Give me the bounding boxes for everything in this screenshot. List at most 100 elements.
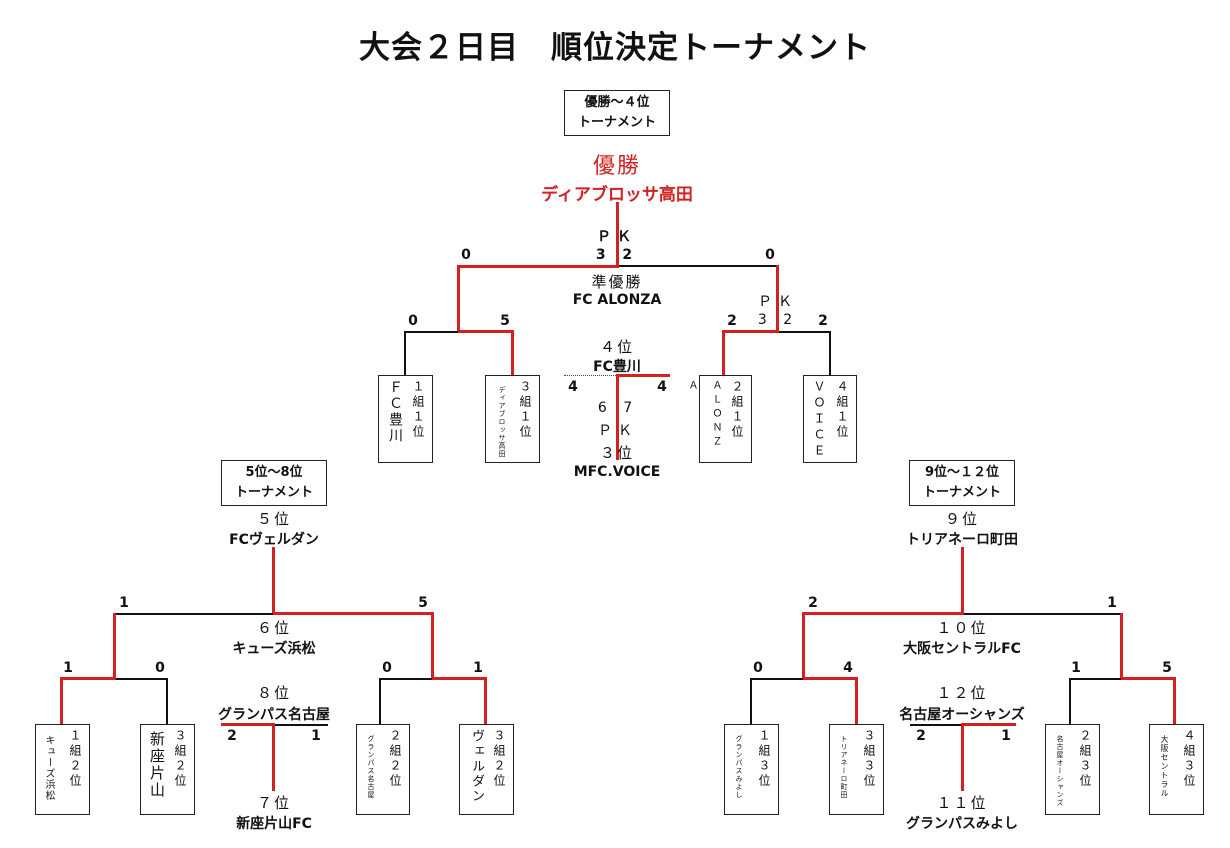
- r12-rank: １２位: [936, 684, 988, 702]
- seed-group: ３組２位: [492, 729, 506, 789]
- semi-left-bar-loser: [404, 331, 458, 333]
- r12-team: 名古屋オーシャンズ: [899, 707, 1025, 723]
- seed-box: ディアブロッサ高田 ３組１位: [485, 375, 540, 463]
- right-bracket-header: 9位～１２位 トーナメント: [909, 460, 1015, 506]
- final-pk-scores: 3 2: [595, 247, 639, 263]
- r-semi-left-bar-loser: [750, 678, 803, 680]
- final-right-bar: [619, 265, 779, 267]
- r-final-bar-loser: [964, 613, 1122, 615]
- champion-rank: 優勝: [592, 154, 641, 179]
- third-pk-scores: 6 7: [597, 400, 639, 416]
- seed-team-name: グランパス名古屋: [367, 735, 375, 799]
- l-final-right-score: 5: [418, 595, 428, 611]
- seed-box: 大阪セントラル ４組３位: [1149, 724, 1204, 815]
- seed-box: ＡＬＯＮＺＡ ２組１位: [686, 375, 752, 463]
- r-semi-lr-score: 4: [843, 660, 853, 676]
- r-seed-3-line: [1069, 678, 1071, 724]
- seed-team-name: グランパスみよし: [735, 735, 743, 799]
- seed-group: ４組３位: [1182, 729, 1196, 789]
- seed-group: １組３位: [757, 729, 771, 789]
- r5-team: FCヴェルダン: [229, 532, 319, 548]
- fourth-rank: ４位: [599, 338, 634, 356]
- seed-box: ＦＣ豊川 １組１位: [378, 375, 433, 463]
- r-semi-rl-score: 1: [1071, 660, 1081, 676]
- seed-team-name: 名古屋オーシャンズ: [1056, 735, 1064, 807]
- r7-rank: ７位: [256, 794, 291, 812]
- l-semi-rr-score: 1: [473, 660, 483, 676]
- l-semi-left-bar-winner: [60, 677, 116, 680]
- r11-rank: １１位: [936, 794, 988, 812]
- seed-box: キューズ浜松 １組２位: [35, 724, 90, 815]
- seed-group: ４組１位: [835, 380, 849, 440]
- top-bracket-header: 優勝～４位 トーナメント: [564, 90, 670, 136]
- header-line-2: トーナメント: [922, 485, 1001, 500]
- r-seed-4-line: [1173, 677, 1176, 724]
- third-winner-stem: [616, 374, 619, 460]
- seed-team-name: ヴェルダン: [469, 729, 484, 804]
- l-final-left-score: 1: [119, 595, 129, 611]
- l-final-bar-loser: [113, 613, 273, 615]
- seed-4-line: [829, 331, 831, 376]
- header-line-2: トーナメント: [234, 485, 313, 500]
- final-left-bar: [457, 265, 619, 268]
- seed-team-name: ＡＬＯＮＺＡ: [686, 380, 721, 450]
- l-cons-bar-loser: [274, 724, 328, 726]
- seed-2-line: [511, 330, 514, 376]
- semi-right-right-score: 2: [818, 313, 828, 329]
- seed-team-name: ＶＯＩＣＥ: [812, 380, 826, 460]
- r11-team: グランパスみよし: [906, 816, 1018, 832]
- seed-box: 新座片山 ３組２位: [140, 724, 195, 815]
- third-left-score: 4: [568, 379, 578, 395]
- r9-team: トリアネーロ町田: [906, 532, 1018, 548]
- third-rank: ３位: [599, 444, 634, 462]
- semi-left-stem: [457, 265, 460, 332]
- l-semi-ll-score: 1: [63, 660, 73, 676]
- left-bracket-header: 5位～8位 トーナメント: [221, 460, 327, 506]
- r8-rank: ８位: [256, 684, 291, 702]
- seed-team-name: 新座片山: [148, 731, 166, 799]
- r-cons-left-score: 2: [916, 728, 926, 744]
- r-cons-right-score: 1: [1001, 728, 1011, 744]
- seed-box: グランパスみよし １組３位: [724, 724, 779, 815]
- r-final-right-score: 1: [1107, 595, 1117, 611]
- semi-right-left-score: 2: [727, 313, 737, 329]
- page-title: 大会２日目 順位決定トーナメント: [359, 30, 871, 66]
- r8-team: グランパス名古屋: [218, 707, 330, 723]
- l-semi-right-bar-loser: [379, 678, 432, 680]
- semi-right-bar-loser: [779, 331, 831, 333]
- l-final-bar-winner: [273, 612, 433, 615]
- l-semi-rl-score: 0: [382, 660, 392, 676]
- r6-team: キューズ浜松: [232, 641, 316, 657]
- l-cons-left-score: 2: [227, 728, 237, 744]
- r-semi-right-bar-winner: [1121, 677, 1176, 680]
- r10-rank: １０位: [936, 619, 988, 637]
- final-right-score: 0: [765, 247, 775, 263]
- r-seed-2-line: [855, 677, 858, 724]
- third-pk-label: ＰＫ: [598, 423, 638, 439]
- r-final-stem: [961, 547, 964, 614]
- l-seed-4-line: [484, 677, 487, 724]
- r-cons-bar-winner: [962, 723, 1016, 726]
- r-cons-stem: [961, 723, 964, 791]
- third-right-score: 4: [657, 379, 667, 395]
- seed-team-name: トリアネーロ町田: [840, 735, 848, 799]
- r-final-bar-winner: [802, 612, 964, 615]
- l-semi-lr-score: 0: [155, 660, 165, 676]
- r6-rank: ６位: [256, 619, 291, 637]
- seed-group: ２組１位: [730, 380, 744, 440]
- l-cons-stem: [272, 723, 275, 791]
- seed-box: トリアネーロ町田 ３組３位: [829, 724, 884, 815]
- seed-box: グランパス名古屋 ２組２位: [356, 724, 410, 815]
- seed-team-name: 大阪セントラル: [1160, 735, 1169, 798]
- seed-group: ２組２位: [388, 729, 402, 789]
- semi-left-bar-winner: [458, 330, 513, 333]
- seed-team-name: キューズ浜松: [43, 735, 54, 801]
- seed-group: １組２位: [68, 729, 82, 789]
- runnerup-rank: 準優勝: [591, 273, 643, 291]
- semi-right-bar-winner: [722, 330, 779, 333]
- seed-group: １組１位: [411, 380, 425, 440]
- seed-box: ＶＯＩＣＥ ４組１位: [803, 375, 857, 463]
- fourth-team: FC豊川: [593, 359, 641, 375]
- semi-right-pk-label: ＰＫ: [758, 294, 798, 310]
- r9-rank: ９位: [944, 510, 979, 528]
